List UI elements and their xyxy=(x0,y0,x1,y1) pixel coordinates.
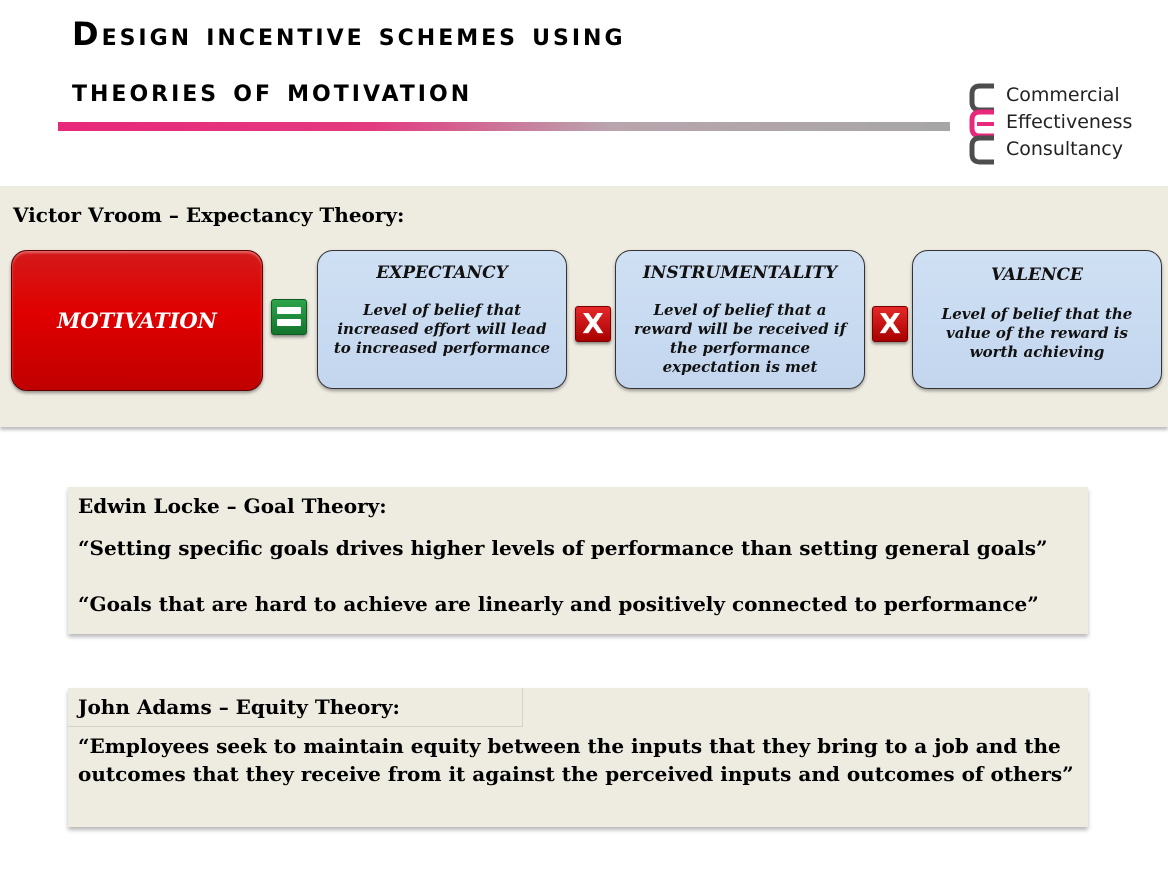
ccc-logo-icon xyxy=(969,83,994,165)
logo-line-effectiveness: Effectiveness xyxy=(1006,111,1133,133)
x-icon: X xyxy=(872,306,908,342)
expectancy-box: EXPECTANCY Level of belief that increase… xyxy=(317,250,567,389)
instrumentality-description: Level of belief that a reward will be re… xyxy=(633,301,847,376)
valence-box: VALENCE Level of belief that the value o… xyxy=(912,250,1162,389)
expectancy-description: Level of belief that increased effort wi… xyxy=(333,301,551,357)
logo-line-consultancy: Consultancy xyxy=(1006,138,1123,160)
adams-panel: John Adams – Equity Theory: “Employees s… xyxy=(68,688,1088,827)
valence-title: VALENCE xyxy=(991,265,1083,285)
motivation-box: MOTIVATION xyxy=(11,250,263,391)
x-icon: X xyxy=(575,306,611,342)
locke-heading: Edwin Locke – Goal Theory: xyxy=(78,494,387,518)
vroom-heading: Victor Vroom – Expectancy Theory: xyxy=(13,203,405,227)
logo-line-commercial: Commercial xyxy=(1006,84,1120,106)
adams-heading: John Adams – Equity Theory: xyxy=(78,695,400,719)
motivation-label: MOTIVATION xyxy=(57,308,217,333)
instrumentality-title: INSTRUMENTALITY xyxy=(642,263,838,283)
valence-description: Level of belief that the value of the re… xyxy=(941,305,1133,361)
expectancy-title: EXPECTANCY xyxy=(376,263,508,283)
locke-panel: Edwin Locke – Goal Theory: “Setting spec… xyxy=(68,487,1088,634)
times-glyph: X xyxy=(879,307,901,340)
page-title-line-1: Design incentive schemes using xyxy=(72,15,626,53)
equals-icon xyxy=(271,299,307,335)
page-title-line-2: theories of motivation xyxy=(72,71,473,109)
adams-quote: “Employees seek to maintain equity betwe… xyxy=(78,734,1074,786)
adams-heading-cell xyxy=(68,688,523,727)
locke-quote-2: “Goals that are hard to achieve are line… xyxy=(78,592,1039,616)
times-glyph: X xyxy=(582,307,604,340)
instrumentality-box: INSTRUMENTALITY Level of belief that a r… xyxy=(615,250,865,389)
locke-quote-1: “Setting specific goals drives higher le… xyxy=(78,536,1048,560)
title-underline xyxy=(58,122,950,131)
company-logo: Commercial Effectiveness Consultancy xyxy=(966,82,1156,166)
